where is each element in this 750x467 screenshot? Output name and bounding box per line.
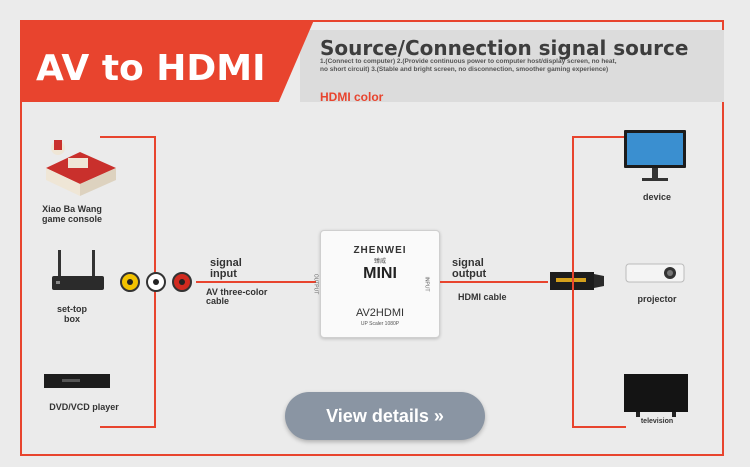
monitor-icon [624, 130, 686, 181]
converter-model-sub: UP Scaler 1080P [360, 321, 400, 327]
dvd-player-label: DVD/VCD player [49, 402, 119, 412]
header-strip [300, 30, 724, 102]
input-cable-line [196, 281, 316, 283]
projector-icon [625, 263, 685, 283]
monitor-device [622, 128, 688, 189]
signal-input-label: signal input [210, 257, 242, 280]
game-console-device [40, 138, 118, 203]
set-top-box-label: set-top box [57, 304, 87, 324]
television-device [622, 372, 690, 423]
av-cable-label: AV three-color cable [206, 287, 268, 306]
converter-port-right: INPUT [423, 276, 430, 292]
feature-line-2: no short circuit) 3.(Stable and bright s… [320, 66, 609, 73]
television-label: television [640, 418, 674, 425]
game-console-label: Xiao Ba Wang game console [41, 204, 103, 224]
title-badge-text: AV to HDMI [36, 48, 266, 89]
view-details-button[interactable]: View details » [285, 392, 485, 440]
output-cable-line [440, 281, 548, 283]
monitor-label: device [642, 192, 672, 202]
converter-port-left: OUTPUT [312, 273, 319, 295]
dvd-player-icon [44, 374, 110, 388]
feature-line-1: 1.(Connect to computer) 2.(Provide conti… [320, 58, 617, 65]
hdmi-color-label: HDMI color [320, 90, 384, 104]
right-bracket [572, 136, 626, 428]
rca-yellow-plug-icon [120, 272, 140, 292]
outer-frame [20, 20, 724, 456]
title-badge [20, 20, 314, 102]
converter-device: ZHENWEI 臻威 MINI AV2HDMI UP Scaler 1080P … [312, 230, 440, 338]
signal-output-label: signal output [452, 257, 487, 280]
set-top-box-device [48, 248, 108, 301]
converter-brand-sub: 臻威 [373, 259, 386, 265]
router-icon [52, 250, 104, 290]
projector-label: projector [637, 294, 677, 304]
dvd-player-device [42, 370, 112, 399]
page-title: Source/Connection signal source [320, 36, 689, 60]
converter-model-big: MINI [363, 265, 397, 282]
rca-red-plug-icon [172, 272, 192, 292]
tv-icon [624, 374, 688, 417]
converter-model: AV2HDMI [355, 307, 405, 319]
rca-white-plug-icon [146, 272, 166, 292]
converter-brand: ZHENWEI [353, 245, 407, 256]
projector-device [624, 260, 686, 291]
hdmi-cable-label: HDMI cable [458, 292, 507, 302]
game-console-icon [46, 140, 116, 196]
